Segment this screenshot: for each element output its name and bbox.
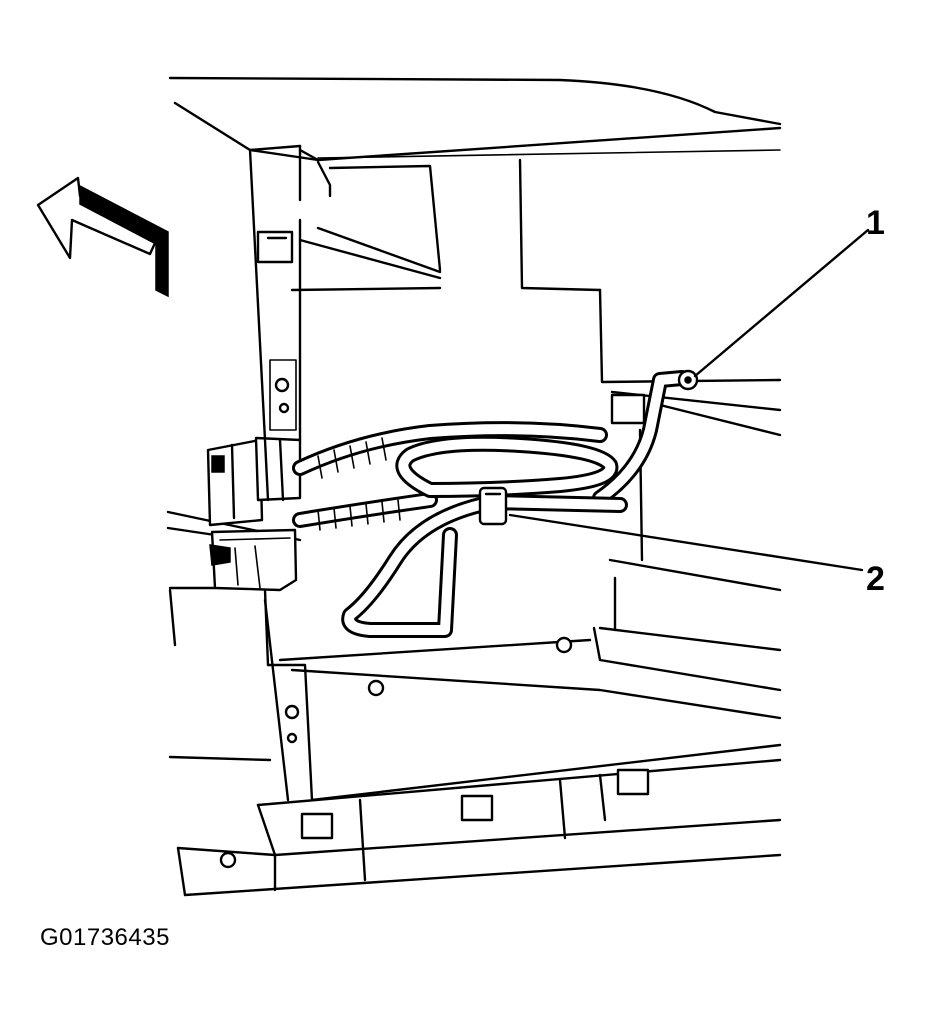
body-structure: [278, 390, 782, 720]
callout-2-leader: [508, 513, 864, 572]
figure-id: G01736435: [40, 924, 170, 951]
lower-sill: [168, 586, 782, 897]
door-pillar: [248, 144, 320, 802]
callout-1-label: 1: [866, 204, 885, 242]
harness-clip: [478, 486, 508, 526]
upper-panel: [168, 76, 782, 384]
callout-1-leader: [693, 228, 870, 378]
ground-terminal: [677, 369, 699, 391]
convoluted-wrap-ribs: [317, 437, 401, 531]
callout-2-label: 2: [866, 560, 885, 598]
wiring-harness: [292, 370, 690, 638]
direction-arrow-icon: [36, 176, 169, 298]
harness-connector: [166, 436, 302, 667]
